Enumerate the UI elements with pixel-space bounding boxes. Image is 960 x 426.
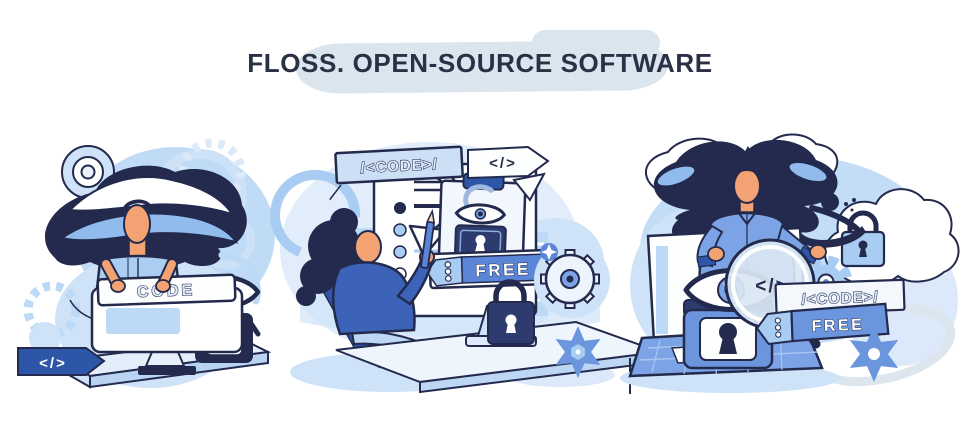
scene-left: CODE </> (17, 138, 275, 389)
triangle-shape (512, 172, 546, 202)
free-banner-label: FREE (811, 317, 864, 336)
code-tag-label: </> (39, 355, 67, 372)
monitor-screen (106, 308, 180, 334)
free-banner: FREE (755, 302, 890, 346)
woman-hair (645, 133, 866, 249)
code-label: /<CODE>/ (329, 145, 464, 201)
free-banner: FREE (426, 248, 552, 290)
page-title: FLOSS. OPEN-SOURCE SOFTWARE (247, 48, 713, 78)
sparkle-dots (844, 198, 856, 212)
code-label-text: /<CODE>/ (360, 156, 438, 177)
gear-icon (178, 138, 246, 206)
scene-middle: /<CODE>/ </> FREE (270, 142, 661, 394)
bg-dot (29, 322, 61, 354)
hand (110, 279, 126, 293)
collar (737, 211, 757, 226)
hand (155, 279, 171, 293)
code-tag: </> (467, 145, 550, 202)
gear-icon (534, 242, 610, 318)
padlock-icon (487, 279, 535, 345)
woman-face (354, 230, 382, 264)
code-tag-label: </> (489, 155, 517, 172)
hand (809, 244, 827, 260)
code-tag: </> (17, 347, 106, 376)
pencil-icon (420, 208, 436, 269)
free-banner-label: FREE (475, 260, 531, 281)
sparkle-icon (540, 243, 558, 261)
woman-face (733, 168, 761, 204)
title-background-blob-small (532, 30, 660, 56)
open-shackle (463, 184, 494, 208)
gear-icon (23, 281, 81, 339)
scene-right: </> /<CODE>/ FREE (620, 133, 960, 393)
star-icon (849, 326, 899, 382)
hand (707, 246, 725, 262)
woman-arms (100, 258, 178, 293)
eye-icon (454, 203, 507, 225)
woman-shirt (332, 261, 416, 336)
woman-face (121, 199, 154, 259)
star-icon (555, 326, 601, 378)
swirl-ring (270, 169, 361, 257)
code-label-text: /<CODE>/ (801, 289, 879, 309)
hair-bun (740, 146, 756, 160)
woman-sitting (296, 208, 436, 336)
